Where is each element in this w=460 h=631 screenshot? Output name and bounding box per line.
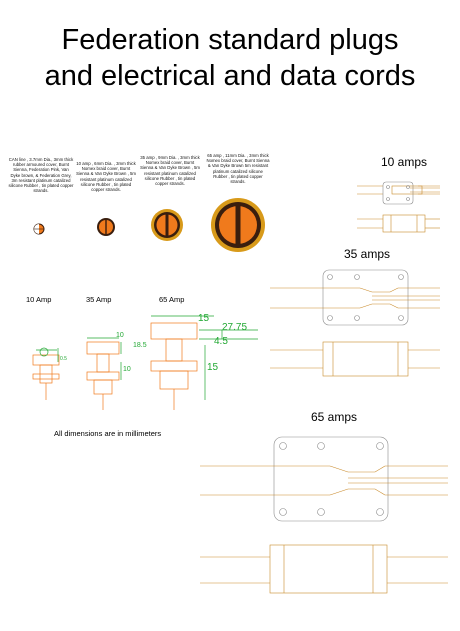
thirtyfive-amp-cable-section	[151, 209, 183, 241]
thirtyfive-amp-cord-description: 35 amp , 9mm Dia. , 3mm thick Nomex brai…	[140, 155, 200, 187]
plug-label-35: 35 Amp	[86, 295, 112, 304]
dimension-label: 18.5	[133, 342, 147, 349]
sixtyfive-amp-cord-description: 65 amp , 11mm Dia. , 3mm thick Nomex bra…	[206, 153, 270, 185]
ten-amp-plug-drawing	[32, 347, 60, 400]
dimensions-footnote: All dimensions are in millimeters	[54, 429, 162, 438]
sixtyfive-amp-cable-section	[211, 198, 265, 252]
can-cord-description: CAN line , 3.7mm Dia., 3mm thick rubber …	[8, 157, 74, 194]
ten-amp-connector-top	[357, 181, 440, 205]
plug-label-65: 65 Amp	[159, 295, 185, 304]
plug-label-10: 10 Amp	[26, 295, 52, 304]
thirtyfive-amp-connector-top	[270, 269, 440, 326]
sixtyfive-amp-connector-top	[200, 436, 448, 522]
sixtyfive-amp-connector-side	[200, 544, 448, 594]
small-dimension: 0.5	[60, 356, 67, 362]
ten-amp-cord-description: 10 amp , 6mm Dia. , 3mm thick Nomex brai…	[76, 161, 136, 193]
dimension-label: 27.75	[222, 322, 247, 333]
dimension-label: 15	[198, 313, 210, 324]
ten-amp-cable-section	[97, 218, 115, 236]
thirtyfive-amp-connector-side	[270, 341, 440, 377]
section-label-65-amps: 65 amps	[311, 410, 358, 424]
section-label-35-amps: 35 amps	[344, 247, 391, 261]
thirtyfive-amp-plug-drawing	[86, 337, 122, 410]
dimension-label: 4.5	[214, 336, 228, 347]
ten-amp-connector-side	[357, 214, 440, 233]
dimension-label: 15	[207, 362, 219, 373]
dimension-label: 10	[116, 332, 124, 339]
can-cable-section	[33, 223, 45, 235]
sixtyfive-amp-plug-drawing	[150, 315, 258, 410]
section-label-10-amps: 10 amps	[381, 155, 428, 169]
dimension-label: 10	[123, 366, 131, 373]
